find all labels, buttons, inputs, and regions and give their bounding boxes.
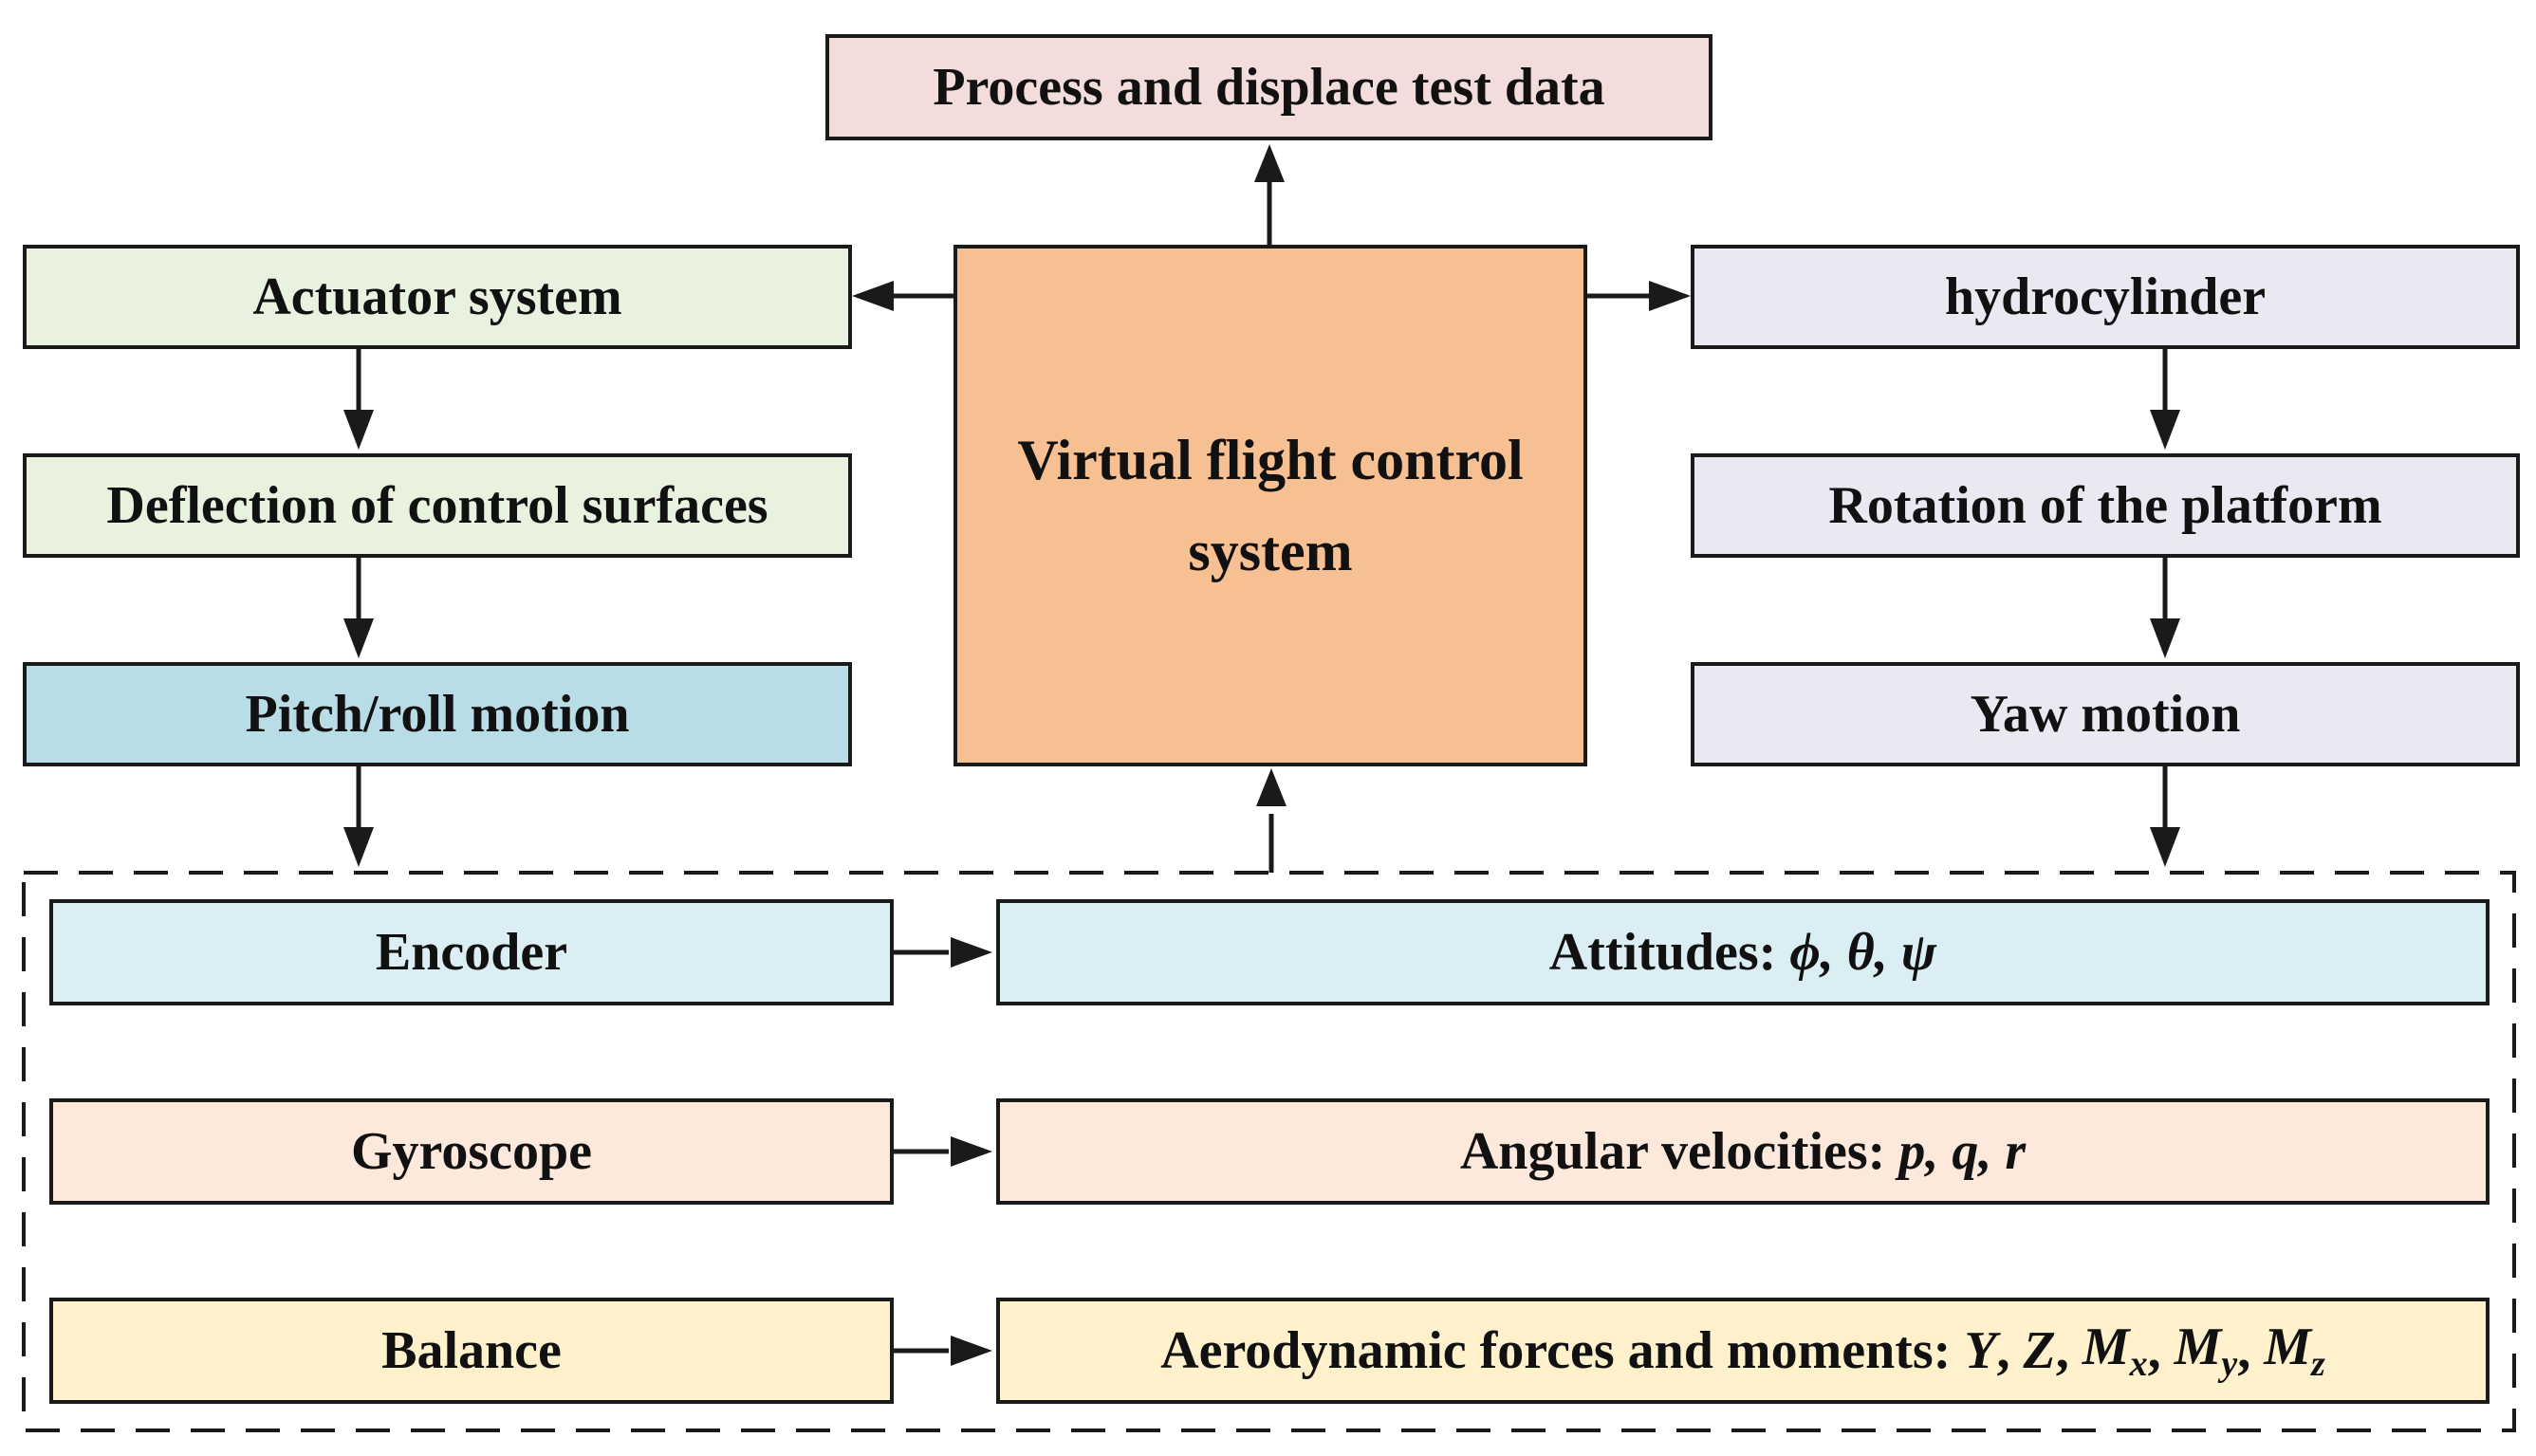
node-rotation-platform: Rotation of the platform (1691, 453, 2520, 558)
aero-symbol-Mz: Mz (2264, 1314, 2325, 1388)
aero-M-y: M (2174, 1318, 2222, 1377)
aero-sub-z: z (2311, 1344, 2325, 1385)
aero-sep-4: , (2237, 1321, 2265, 1380)
node-process-data: Process and displace test data (825, 34, 1712, 140)
node-hydrocylinder: hydrocylinder (1691, 245, 2520, 349)
node-gyroscope: Gyroscope (49, 1098, 894, 1205)
arrowhead-down-sensors-left (343, 827, 374, 867)
angular-velocities-label: Angular velocities: (1459, 1122, 1899, 1181)
arrowhead-right-hydrocylinder (1649, 281, 1691, 311)
aero-sep-2: , (2055, 1321, 2082, 1380)
arrowhead-down-rotation (2150, 410, 2180, 450)
node-deflection-control-surfaces: Deflection of control surfaces (23, 453, 852, 558)
arrowhead-down-sensors-right (2150, 827, 2180, 867)
attitudes-label: Attitudes: (1548, 923, 1790, 982)
aero-symbol-My: My (2175, 1314, 2238, 1388)
arrowhead-left-actuator (852, 281, 894, 311)
node-balance: Balance (49, 1298, 894, 1404)
node-pitch-roll-motion: Pitch/roll motion (23, 662, 852, 766)
node-aerodynamic-forces-moments: Aerodynamic forces and moments: Y, Z, Mx… (996, 1298, 2490, 1404)
aero-symbol-Z: Z (2023, 1321, 2056, 1380)
arrowhead-right-angular (951, 1136, 992, 1167)
node-yaw-motion: Yaw motion (1691, 662, 2520, 766)
arrowhead-down-pitch (343, 618, 374, 658)
sensor-group-boundary (22, 871, 2516, 1432)
node-encoder: Encoder (49, 899, 894, 1005)
node-angular-velocities: Angular velocities: p, q, r (996, 1098, 2490, 1205)
arrowhead-right-aero (951, 1336, 992, 1366)
aero-sub-x: x (2129, 1344, 2148, 1385)
arrowhead-down-yaw (2150, 618, 2180, 658)
arrowhead-down-deflection (343, 410, 374, 450)
arrowhead-right-attitudes (951, 937, 992, 968)
arrowhead-up-center (1256, 768, 1287, 806)
aero-symbol-Mx: Mx (2082, 1314, 2148, 1388)
node-actuator-system: Actuator system (23, 245, 852, 349)
attitudes-symbols: ϕ, θ, ψ (1789, 923, 1937, 982)
aero-sub-y: y (2221, 1344, 2238, 1385)
aero-forces-label: Aerodynamic forces and moments: (1160, 1321, 1965, 1380)
aero-M-x: M (2082, 1318, 2130, 1377)
aero-sep-3: , (2147, 1321, 2175, 1380)
node-virtual-flight-control-system: Virtual flight control system (953, 245, 1587, 766)
arrowhead-up-process (1254, 144, 1285, 182)
aero-symbol-Y: Y (1964, 1321, 1997, 1380)
aero-sep-1: , (1996, 1321, 2024, 1380)
angular-velocities-symbols: p, q, r (1898, 1122, 2027, 1181)
node-attitudes: Attitudes: ϕ, θ, ψ (996, 899, 2490, 1005)
aero-M-z: M (2264, 1318, 2312, 1377)
